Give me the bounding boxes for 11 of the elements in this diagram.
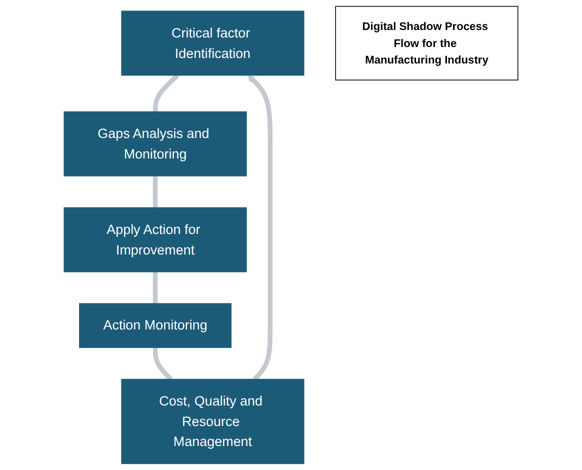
node-box: Action Monitoring (79, 303, 232, 348)
connector (152, 74, 180, 112)
node-box: Apply Action for Improvement (64, 207, 247, 272)
connector (152, 272, 158, 304)
connector (152, 348, 173, 381)
arrow (247, 74, 273, 381)
node-box: Cost, Quality and Resource Management (121, 378, 304, 464)
node-box: Gaps Analysis and Monitoring (64, 111, 247, 176)
node-box: Digital Shadow Process Flow for the Manufacturing Industry (335, 6, 518, 80)
node-box: Critical factor Identification (121, 10, 304, 76)
connector (152, 176, 158, 208)
